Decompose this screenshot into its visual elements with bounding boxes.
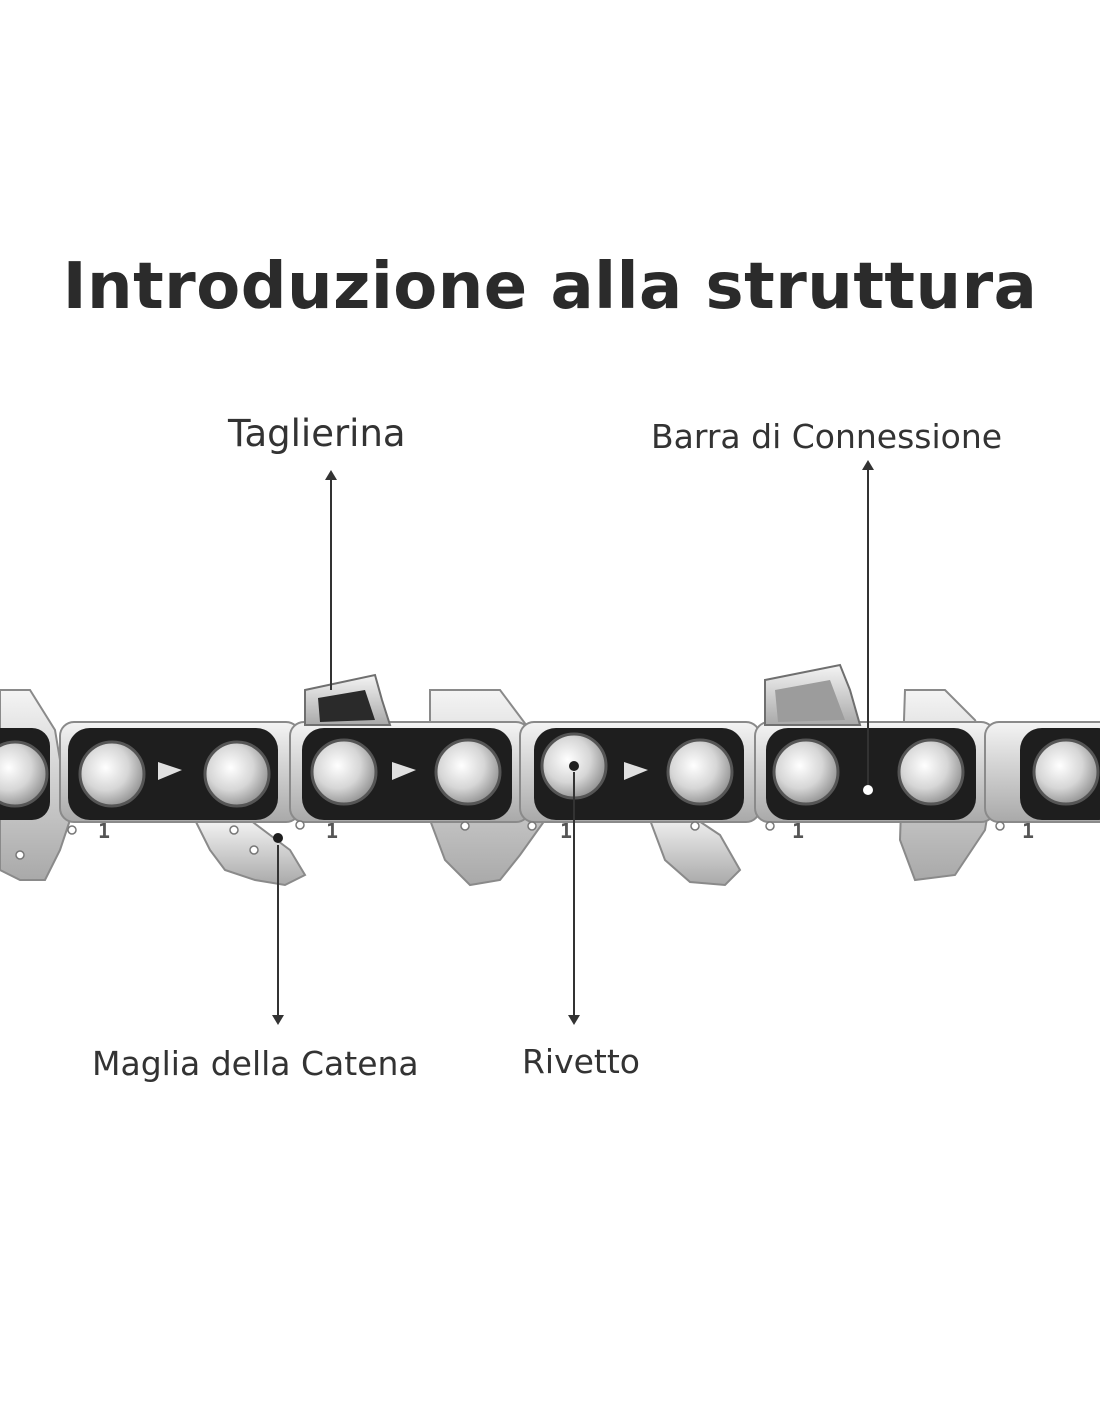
rivet — [0, 740, 49, 808]
rivet — [203, 740, 271, 808]
tie-strap-dot — [863, 785, 873, 795]
direction-marks — [158, 762, 648, 780]
link-number: 1 — [1022, 819, 1034, 843]
direction-triangle — [392, 762, 416, 780]
rivet — [897, 738, 965, 806]
plate-holes — [15, 820, 1005, 860]
link-number: 1 — [560, 819, 572, 843]
callout-dots — [273, 761, 873, 843]
cutter-tooth-shadow — [318, 690, 375, 722]
rivet — [772, 738, 840, 806]
link-number: 1 — [792, 819, 804, 843]
link-number: 1 — [98, 819, 110, 843]
direction-triangle — [158, 762, 182, 780]
link-number: 1 — [326, 819, 338, 843]
tie-strap-label: Barra di Connessione — [651, 417, 1003, 456]
cutters — [304, 663, 862, 726]
callout-arrows — [272, 460, 874, 1025]
rivet — [434, 738, 502, 806]
rivets — [0, 732, 1100, 808]
drive-link-dot — [273, 833, 283, 843]
cutter-tooth-shadow — [775, 680, 845, 722]
cutter-label: Taglierina — [228, 412, 406, 455]
rivet — [78, 740, 146, 808]
rivet-dot — [569, 761, 579, 771]
rivet — [1032, 738, 1100, 806]
drive-link-label: Maglia della Catena — [92, 1044, 419, 1083]
rivet — [666, 738, 734, 806]
rivet — [310, 738, 378, 806]
rivet-label: Rivetto — [522, 1042, 640, 1081]
direction-triangle — [624, 762, 648, 780]
link-numbers: 1 1 1 1 1 — [98, 819, 1034, 843]
page-title: Introduzione alla struttura — [62, 250, 1038, 324]
